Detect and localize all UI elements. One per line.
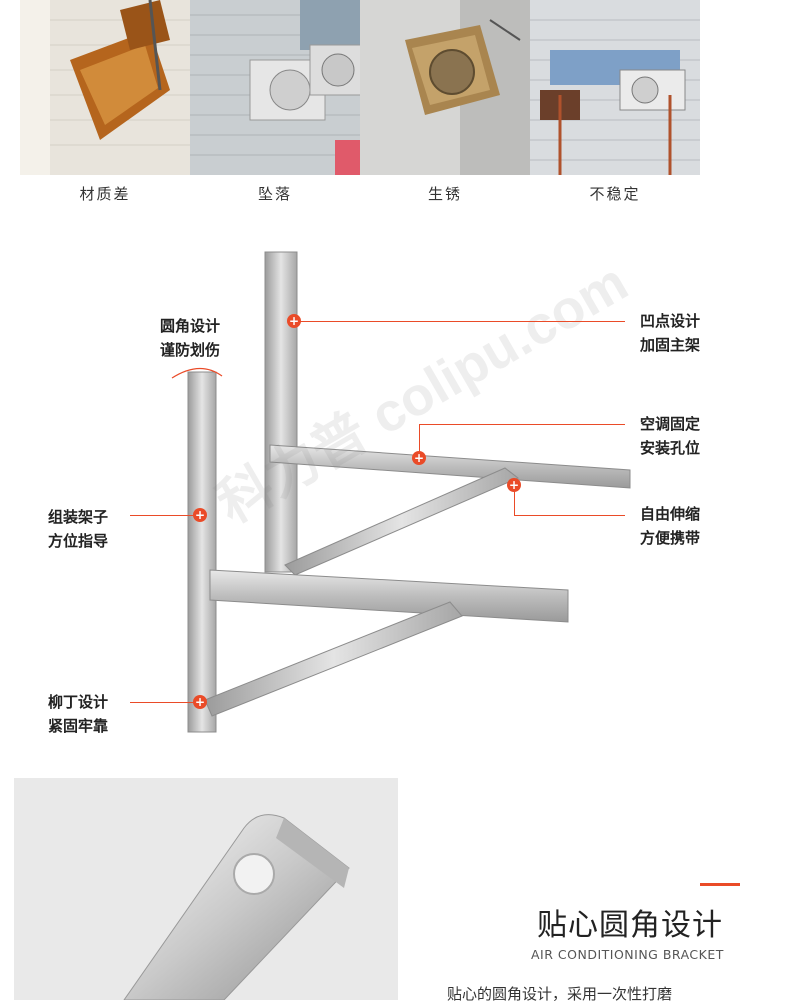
callout-groove-line (300, 321, 625, 322)
callout-assembly-line1: 组装架子 (48, 508, 109, 526)
callout-ac-mount-holes: 空调固定 安装孔位 (640, 412, 700, 460)
photo-caption-poor-material: 材质差 (79, 185, 131, 203)
accent-bar (700, 883, 740, 886)
callout-telescopic-marker[interactable]: + (507, 478, 521, 492)
callout-groove-marker[interactable]: + (287, 314, 301, 328)
rounded-corner-closeup (14, 778, 398, 1000)
bracket-corner-closeup-image (123, 814, 350, 1000)
photo-unstable (530, 0, 700, 175)
callout-mount-vline (419, 424, 420, 459)
photo-falling (190, 0, 360, 175)
unstable-ac-image (530, 0, 700, 175)
photo-caption-unstable: 不稳定 (589, 185, 641, 203)
photo-caption-rust: 生锈 (427, 185, 462, 203)
callout-assembly-guide: 组装架子 方位指导 (48, 505, 108, 553)
callout-mount-marker[interactable]: + (412, 451, 426, 465)
callout-mount-line (419, 424, 625, 425)
photo-poor-material (20, 0, 190, 175)
callout-groove-line2: 加固主架 (640, 336, 701, 354)
callout-assembly-line2: 方位指导 (48, 532, 109, 550)
photo-rust (360, 0, 530, 175)
fallen-ac-image (190, 0, 360, 175)
feature-description: 贴心的圆角设计，采用一次性打磨 (447, 985, 673, 1003)
callout-mount-line1: 空调固定 (640, 415, 701, 433)
callout-rivet-line1: 柳丁设计 (48, 693, 109, 711)
callout-rivet-marker[interactable]: + (193, 695, 207, 709)
rusty-bracket-image (20, 0, 190, 175)
callout-telescopic-line2: 方便携带 (640, 529, 701, 547)
callout-assembly-marker[interactable]: + (193, 508, 207, 522)
callout-assembly-line (130, 515, 198, 516)
callout-rivet-line (130, 702, 198, 703)
rusted-ac-image (360, 0, 530, 175)
callout-groove-design: 凹点设计 加固主架 (640, 309, 700, 357)
bracket-illustration (171, 251, 631, 733)
callout-mount-line2: 安装孔位 (640, 439, 701, 457)
photo-caption-falling: 坠落 (257, 185, 292, 203)
feature-subtitle: AIR CONDITIONING BRACKET (531, 947, 724, 962)
feature-title: 贴心圆角设计 (537, 908, 723, 943)
callout-rivet-line2: 紧固牢靠 (48, 717, 109, 735)
callout-rounded-corner-line2: 谨防划伤 (160, 341, 221, 359)
callout-rivet-design: 柳丁设计 紧固牢靠 (48, 690, 108, 738)
callout-telescopic-vline (514, 490, 515, 516)
callout-telescopic-line (514, 515, 625, 516)
callout-telescopic: 自由伸缩 方便携带 (640, 502, 700, 550)
callout-rounded-corner: 圆角设计 谨防划伤 (160, 314, 220, 362)
callout-groove-line1: 凹点设计 (640, 312, 701, 330)
callout-rounded-corner-line1: 圆角设计 (160, 317, 221, 335)
callout-telescopic-line1: 自由伸缩 (640, 505, 701, 523)
